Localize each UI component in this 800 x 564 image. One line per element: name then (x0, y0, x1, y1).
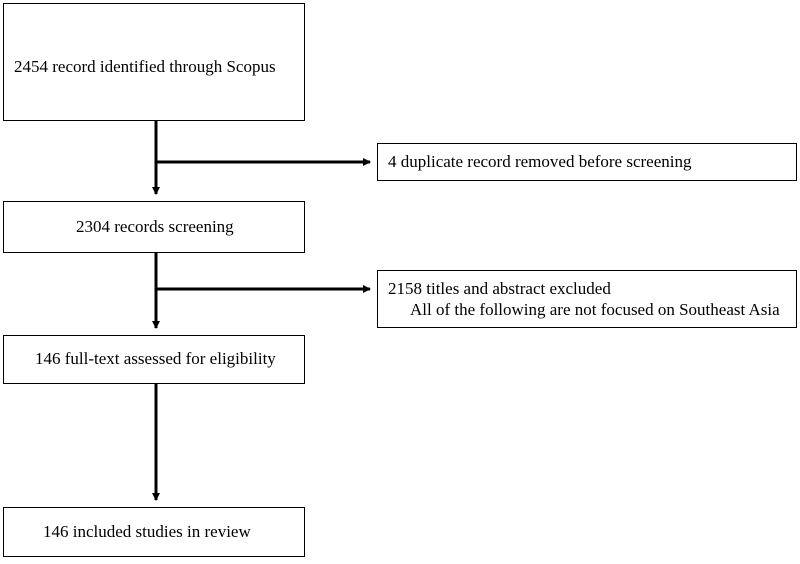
duplicates-box: 4 duplicate record removed before screen… (377, 143, 797, 181)
eligibility-text: 146 full-text assessed for eligibility (35, 349, 276, 368)
screening-text: 2304 records screening (76, 217, 234, 236)
excluded-text-line1: 2158 titles and abstract excluded (388, 279, 611, 298)
identified-text: 2454 record identified through Scopus (14, 57, 276, 76)
duplicates-text: 4 duplicate record removed before screen… (388, 152, 692, 171)
eligibility-box: 146 full-text assessed for eligibility (3, 335, 305, 384)
identified-box: 2454 record identified through Scopus (3, 3, 305, 121)
included-box: 146 included studies in review (3, 507, 305, 557)
excluded-text-line2: All of the following are not focused on … (410, 300, 780, 319)
included-text: 146 included studies in review (43, 522, 251, 541)
screening-box: 2304 records screening (3, 201, 305, 253)
excluded-box: 2158 titles and abstract excluded All of… (377, 270, 797, 328)
